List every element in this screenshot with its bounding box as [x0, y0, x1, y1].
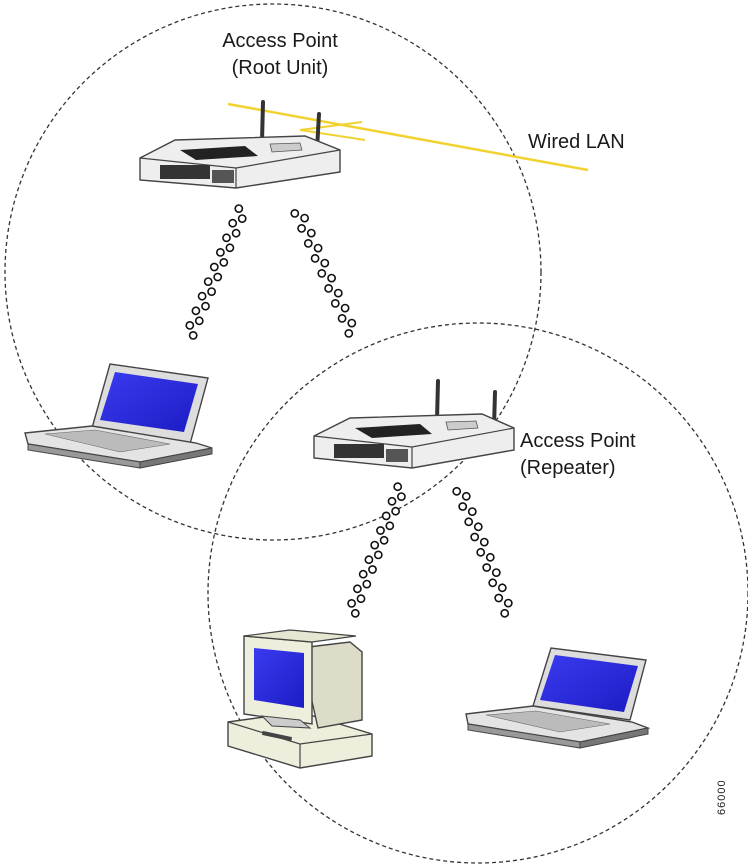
root-access-point-label-line1: Access Point — [222, 30, 338, 52]
root-access-point-label: Access Point (Root Unit) — [190, 28, 370, 82]
desktop-computer-icon — [227, 629, 373, 769]
radio-waves — [185, 204, 513, 618]
wave-root-left-radio-wave-icon — [185, 204, 247, 340]
repeater-access-point-label-line2: (Repeater) — [520, 457, 616, 479]
root-access-point-label-line2: (Root Unit) — [231, 57, 329, 79]
repeater-access-point-router-icon — [313, 379, 515, 469]
root-access-point-router-icon — [139, 100, 341, 189]
wave-root-right-radio-wave-icon — [290, 208, 357, 338]
repeater-access-point-label-line1: Access Point — [520, 430, 636, 452]
wave-repeater-right-radio-wave-icon — [452, 486, 513, 618]
wired-lan-label: Wired LAN — [528, 131, 625, 153]
wired-lan-cable — [227, 102, 589, 172]
repeater-coverage-circle — [207, 322, 748, 864]
root-coverage-circle — [4, 3, 542, 541]
wave-repeater-left-radio-wave-icon — [347, 482, 406, 618]
figure-id: 66000 — [716, 779, 728, 815]
laptop-right-laptop-icon — [465, 647, 651, 749]
laptop-left-laptop-icon — [24, 363, 213, 469]
repeater-access-point-label: Access Point (Repeater) — [520, 428, 636, 482]
